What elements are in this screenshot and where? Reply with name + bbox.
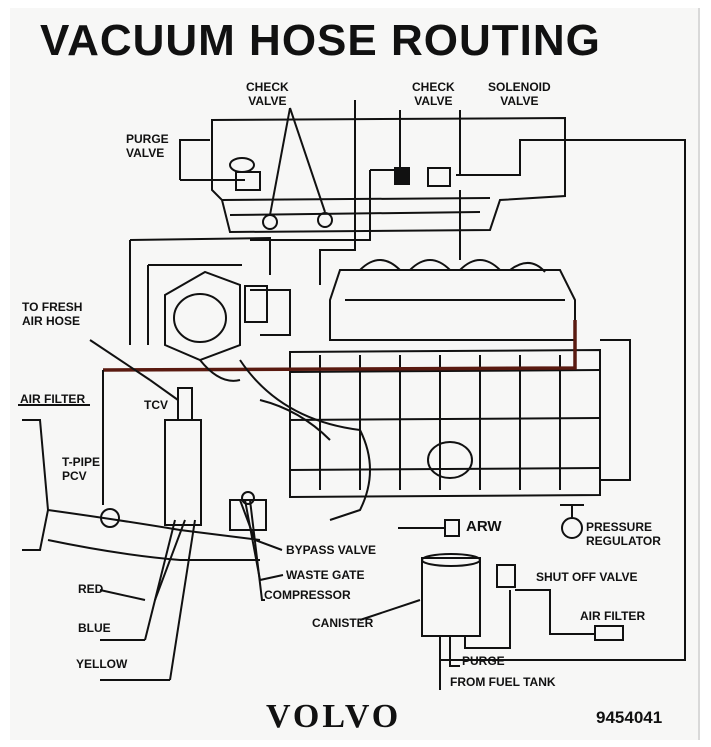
canister-body [359,553,511,690]
part-number: 9454041 [596,708,663,727]
engine-block [289,339,631,499]
diagram-title: VACUUM HOSE ROUTING [40,16,601,65]
label-pressure-regulator: PRESSURE REGULATOR [586,520,661,548]
label-compressor: COMPRESSOR [264,588,351,602]
label-bypass-valve: BYPASS VALVE [286,543,377,557]
main-vacuum-hose [102,320,577,372]
wastegate-actuator [229,491,267,531]
label-purge: PURGE [462,654,505,668]
label-air-filter-left: AIR FILTER [20,392,86,406]
label-to-fresh-air-hose: TO FRESH AIR HOSE [22,300,83,328]
label-tcv: TCV [144,398,168,412]
purge-valve [229,157,261,191]
label-canister: CANISTER [312,616,374,630]
label-air-filter-right: AIR FILTER [580,609,646,623]
intake-pipe [47,509,261,561]
pressure-regulator-body [560,504,584,539]
arw-valve [398,519,460,537]
label-t-pipe-pcv: T-PIPE PCV [62,455,101,483]
tcv-unit [89,339,202,526]
label-arw: ARW [466,518,502,535]
label-check-valve-left: CHECK VALVE [246,80,289,108]
air-filter-right-body [594,625,624,641]
label-waste-gate: WASTE GATE [286,568,365,582]
label-from-fuel-tank: FROM FUEL TANK [450,675,556,689]
misc-hoses [199,359,371,521]
label-solenoid-valve: SOLENOID VALVE [488,80,551,108]
label-blue: BLUE [78,621,111,635]
check-valves-left [262,107,333,230]
turbo-lines [99,499,284,681]
throttle-body [164,270,268,362]
shut-off-valve-body [496,564,595,635]
intake-manifold [329,259,576,341]
check-valve-right [394,167,410,185]
label-purge-valve: PURGE VALVE [126,132,169,160]
label-yellow: YELLOW [76,657,128,671]
label-shut-off-valve: SHUT OFF VALVE [536,570,638,584]
volvo-logo: VOLVO [266,698,402,735]
vacuum-lines-upper [129,100,686,661]
label-red: RED [78,582,104,596]
label-check-valve-right: CHECK VALVE [412,80,455,108]
solenoid-valve [427,167,470,187]
